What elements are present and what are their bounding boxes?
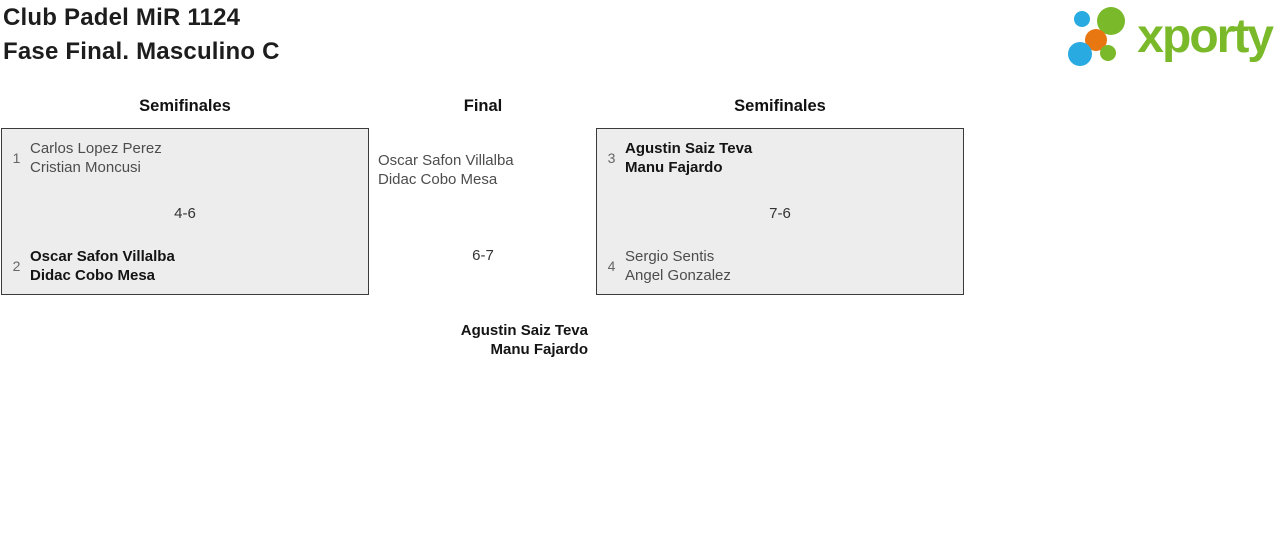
team-players: Sergio Sentis Angel Gonzalez: [625, 247, 731, 285]
player-name: Didac Cobo Mesa: [30, 267, 156, 284]
player-name: Manu Fajardo: [490, 341, 588, 358]
logo-dot-green-large: [1097, 7, 1126, 35]
logo-dot-blue-large: [1068, 42, 1093, 66]
xporty-wordmark: xporty: [1137, 9, 1274, 63]
team-seed: 3: [607, 150, 616, 166]
page-title: Club Padel MiR 1124 Fase Final. Masculin…: [3, 1, 280, 69]
match-score: 4-6: [174, 205, 196, 222]
player-name: Manu Fajardo: [625, 159, 723, 176]
team-players: Oscar Safon Villalba Didac Cobo Mesa: [30, 247, 175, 285]
player-name: Carlos Lopez Perez: [30, 140, 162, 157]
final-team-top: Oscar Safon Villalba Didac Cobo Mesa: [378, 151, 588, 189]
team-seed: 2: [12, 258, 21, 274]
team-seed: 4: [607, 258, 616, 274]
logo-dot-orange: [1085, 29, 1108, 51]
xporty-logo[interactable]: xporty: [1064, 4, 1274, 69]
team-row: 3 Agustin Saiz Teva Manu Fajardo: [605, 139, 955, 177]
semifinal-left-match-box: 1 Carlos Lopez Perez Cristian Moncusi 4-…: [1, 128, 369, 295]
column-header-semifinals-right: Semifinales: [734, 97, 826, 115]
player-name: Angel Gonzalez: [625, 267, 731, 284]
player-name: Agustin Saiz Teva: [460, 322, 588, 339]
player-name: Agustin Saiz Teva: [625, 140, 753, 157]
xporty-dots-icon: [1068, 7, 1126, 66]
team-row: 4 Sergio Sentis Angel Gonzalez: [605, 247, 955, 285]
team-row: 2 Oscar Safon Villalba Didac Cobo Mesa: [10, 247, 360, 285]
column-header-semifinals-left: Semifinales: [139, 97, 231, 115]
column-header-final: Final: [463, 97, 503, 115]
match-score: 7-6: [769, 205, 791, 222]
final-team-bottom: Agustin Saiz Teva Manu Fajardo: [378, 321, 588, 359]
logo-dot-green-small: [1100, 45, 1117, 61]
semifinal-right-match-box: 3 Agustin Saiz Teva Manu Fajardo 7-6 4 S…: [596, 128, 964, 295]
team-players: Agustin Saiz Teva Manu Fajardo: [625, 139, 752, 177]
player-name: Oscar Safon Villalba: [378, 152, 514, 169]
team-row: 1 Carlos Lopez Perez Cristian Moncusi: [10, 139, 360, 177]
tournament-name: Club Padel MiR 1124: [3, 4, 241, 31]
player-name: Oscar Safon Villalba: [30, 248, 175, 265]
team-seed: 1: [12, 150, 21, 166]
player-name: Sergio Sentis: [625, 248, 715, 265]
team-players: Carlos Lopez Perez Cristian Moncusi: [30, 139, 162, 177]
final-score: 6-7: [472, 247, 494, 264]
logo-dot-blue-small: [1074, 11, 1091, 27]
player-name: Cristian Moncusi: [30, 159, 141, 176]
phase-name: Fase Final. Masculino C: [3, 38, 280, 65]
player-name: Didac Cobo Mesa: [378, 171, 498, 188]
